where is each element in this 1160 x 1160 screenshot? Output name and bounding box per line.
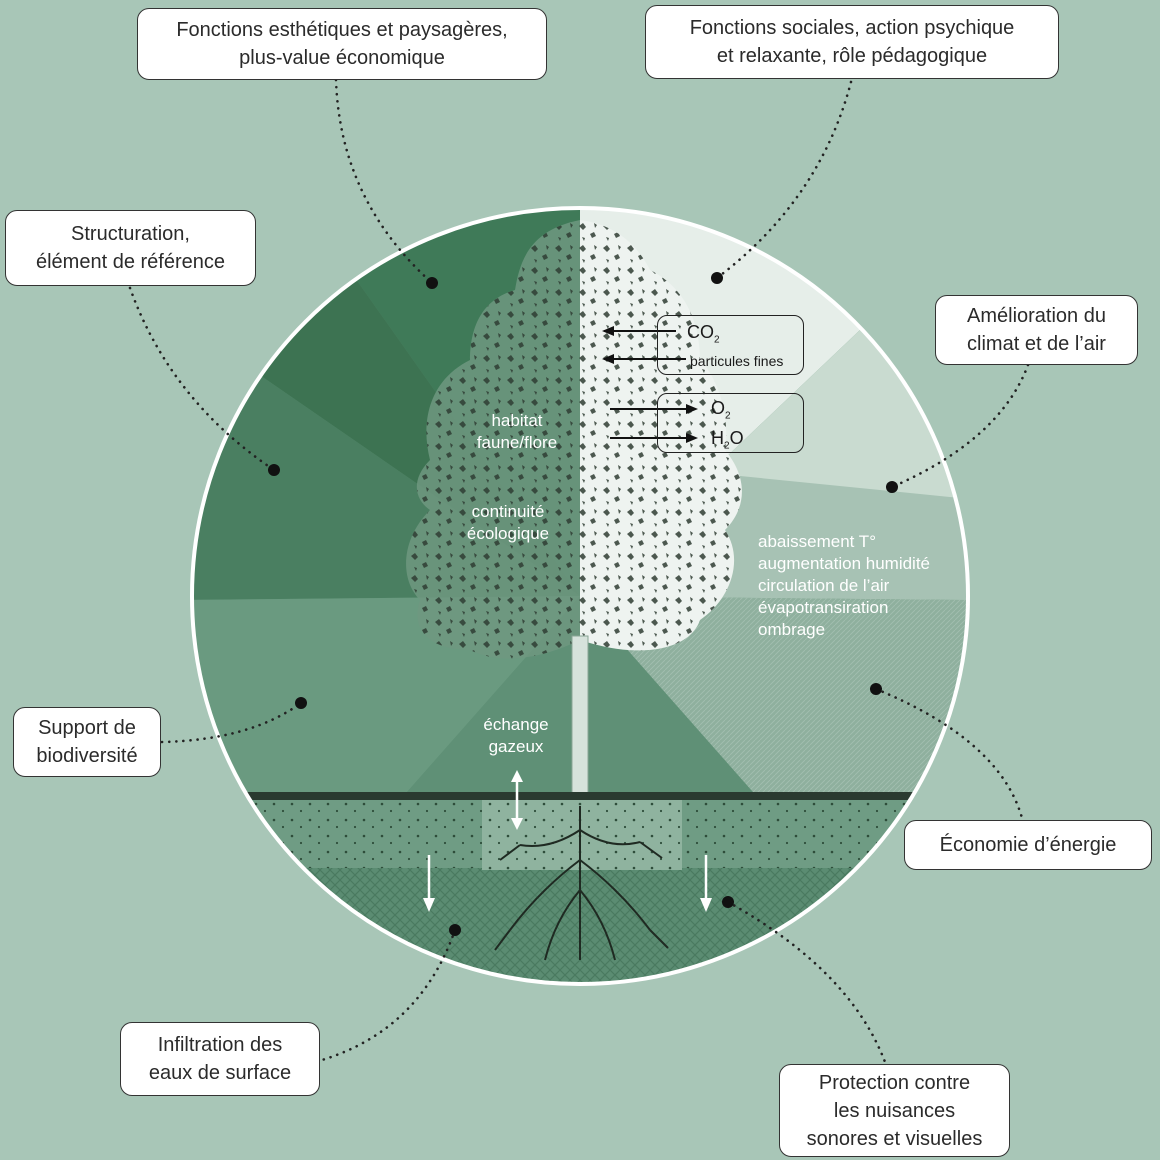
- gas-exchange-line2: gazeux: [488, 737, 544, 756]
- callout-line: Fonctions sociales, action psychique: [689, 17, 1015, 39]
- leader-dots: [268, 272, 898, 936]
- callout-esthetique: Fonctions esthétiques et paysagères, plu…: [137, 8, 547, 80]
- climate-effect: ombrage: [758, 620, 826, 639]
- tree-roots: [494, 806, 669, 961]
- continuity-line2: écologique: [466, 524, 550, 543]
- gas-output-box: [657, 393, 804, 453]
- circle-content: [192, 208, 968, 984]
- callout-line: eaux de surface: [148, 1062, 292, 1084]
- callout-infiltration: Infiltration des eaux de surface: [120, 1022, 320, 1096]
- callout-energie: Économie d’énergie: [904, 820, 1152, 870]
- climate-effect: augmentation humidité: [758, 554, 931, 573]
- leader-lines: [128, 78, 1030, 1064]
- callout-line: Amélioration du: [967, 305, 1106, 327]
- callout-line: plus-value économique: [239, 47, 445, 69]
- climate-effect: abaissement T°: [758, 532, 876, 551]
- gas-exchange-line1: échange: [483, 715, 549, 734]
- callout-line: Structuration,: [71, 223, 190, 245]
- callout-line: Économie d’énergie: [939, 834, 1117, 856]
- climate-effects-list: abaissement T° augmentation humidité cir…: [758, 531, 930, 641]
- callout-line: biodiversité: [36, 745, 138, 767]
- callout-line: Support de: [38, 717, 136, 739]
- gas-arrows: [602, 326, 698, 443]
- callout-line: Infiltration des: [157, 1034, 283, 1056]
- climate-effect: circulation de l’air: [758, 576, 890, 595]
- callout-nuisances: Protection contre les nuisances sonores …: [779, 1064, 1010, 1157]
- co2-label: CO2: [687, 322, 720, 346]
- callout-line: et relaxante, rôle pédagogique: [716, 45, 988, 67]
- tree-trunk: [571, 635, 589, 807]
- planting-pit-dots: [482, 800, 682, 870]
- habitat-line2: faune/flore: [476, 433, 558, 452]
- outer-circle: [190, 206, 970, 986]
- white-arrows: [423, 770, 712, 912]
- continuity-line1: continuité: [471, 502, 545, 521]
- h2o-label: H2O: [711, 428, 744, 452]
- callout-line: Fonctions esthétiques et paysagères,: [176, 19, 508, 41]
- callout-climat: Amélioration du climat et de l’air: [935, 295, 1138, 365]
- habitat-line1: habitat: [491, 411, 543, 430]
- climate-effect: évapotransiration: [758, 598, 889, 617]
- continuity-label: continuité écologique: [456, 501, 560, 545]
- callout-line: élément de référence: [35, 251, 225, 273]
- callout-structuration: Structuration, élément de référence: [5, 210, 256, 286]
- habitat-label: habitat faune/flore: [470, 410, 564, 454]
- callout-line: Protection contre: [818, 1071, 971, 1094]
- callout-line: les nuisances: [833, 1099, 956, 1122]
- callout-biodiversite: Support de biodiversité: [13, 707, 161, 777]
- gas-intake-box: [657, 315, 804, 375]
- ground-line: [192, 792, 968, 800]
- callout-line: sonores et visuelles: [806, 1127, 983, 1150]
- callout-social: Fonctions sociales, action psychique et …: [645, 5, 1059, 79]
- o2-label: O2: [711, 398, 731, 422]
- fine-particles-label: particules fines: [690, 353, 784, 369]
- callout-line: climat et de l’air: [967, 333, 1106, 355]
- gas-exchange-label: échange gazeux: [468, 714, 564, 758]
